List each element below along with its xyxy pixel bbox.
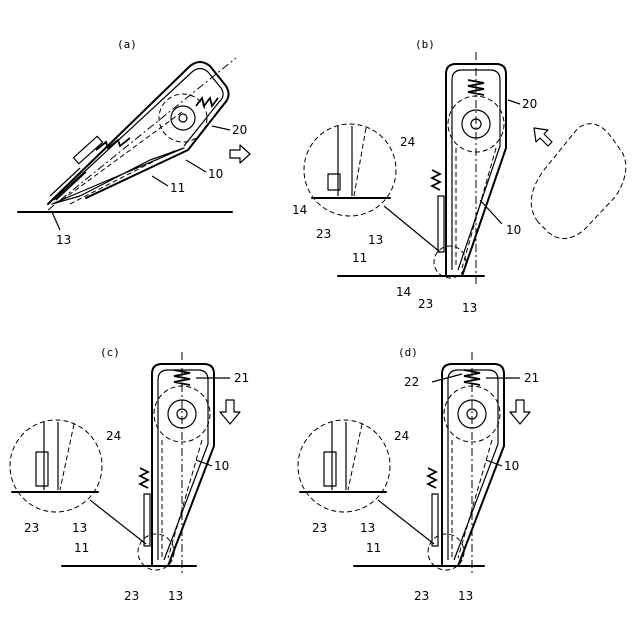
arrow-right-icon <box>230 145 250 163</box>
leader-line <box>432 374 462 382</box>
leader-line <box>486 460 502 466</box>
label-surface: 11 <box>352 251 367 265</box>
label-side-spring: 24 <box>106 429 121 443</box>
housing-outline <box>152 364 214 566</box>
inset-arm-line <box>348 424 362 490</box>
leader-line <box>186 160 206 172</box>
arm-dashed-line <box>168 440 202 558</box>
top-spring <box>468 80 484 95</box>
inset-arm-line <box>60 424 74 490</box>
inset-connector <box>378 500 434 544</box>
label-surface: 11 <box>170 181 185 195</box>
arm-dashed-line <box>458 440 492 558</box>
inset-connector <box>90 500 146 544</box>
panel-c-caption: (c) <box>100 346 120 359</box>
label-inset-blade: 23 <box>312 521 327 535</box>
label-housing: 20 <box>522 97 537 111</box>
axis-centerline <box>48 58 236 210</box>
label-blade: 23 <box>414 589 429 603</box>
leader-line <box>52 212 60 230</box>
label-blade: 23 <box>124 589 139 603</box>
label-inset-tip: 13 <box>360 521 375 535</box>
label-blade: 23 <box>418 297 433 311</box>
pivot-center <box>179 114 187 122</box>
housing-inner-outline <box>448 370 498 560</box>
label-arm: 10 <box>208 167 223 181</box>
label-inset-blade: 23 <box>24 521 39 535</box>
arrow-up-left-icon <box>534 128 552 146</box>
label-arm: 10 <box>504 459 519 473</box>
side-spring <box>432 170 440 190</box>
inset-guide <box>324 452 336 486</box>
label-spring: 24 <box>400 135 415 149</box>
label-tip: 13 <box>458 589 473 603</box>
label-upper: 22 <box>404 375 419 389</box>
arrow-down-icon <box>220 400 240 424</box>
panel-c: (c) 21 24 10 11 23 13 23 13 <box>10 346 249 603</box>
label-arm: 10 <box>214 459 229 473</box>
panel-a-caption: (a) <box>117 38 137 51</box>
panel-b: (b) 20 24 10 11 14 23 <box>292 38 626 315</box>
inset-circle <box>304 124 396 216</box>
housing-inner-outline <box>54 69 223 201</box>
housing-outline <box>442 364 504 566</box>
panel-b-caption: (b) <box>415 38 435 51</box>
label-inset-tip: 13 <box>72 521 87 535</box>
panel-a: (a) 20 10 11 13 <box>18 38 250 247</box>
top-spring <box>174 370 190 385</box>
side-spring <box>428 468 436 488</box>
inset-connector <box>384 206 440 252</box>
leader-line <box>196 460 212 466</box>
guide-block <box>438 196 444 252</box>
panel-d: (d) 22 21 24 10 11 23 13 23 13 <box>298 346 539 603</box>
moving-object-outline <box>531 124 626 239</box>
label-tip: 13 <box>168 589 183 603</box>
label-side-spring: 24 <box>394 429 409 443</box>
label-tip: 13 <box>56 233 71 247</box>
arrow-down-icon <box>510 400 530 424</box>
label-guide: 14 <box>396 285 411 299</box>
leader-line <box>508 100 520 104</box>
label-arm: 10 <box>506 223 521 237</box>
inset-circle <box>298 420 390 512</box>
label-surface: 11 <box>366 541 381 555</box>
panel-d-caption: (d) <box>398 346 418 359</box>
leader-line <box>212 126 230 130</box>
housing-inner-outline <box>158 370 208 560</box>
label-inset-guide: 14 <box>292 203 307 217</box>
label-housing: 20 <box>232 123 247 137</box>
side-spring <box>140 468 148 488</box>
label-inset-blade: 23 <box>316 227 331 241</box>
label-surface: 11 <box>74 541 89 555</box>
label-top-spring: 21 <box>524 371 539 385</box>
inset-guide <box>36 452 48 486</box>
label-tip: 13 <box>462 301 477 315</box>
inset-circle <box>10 420 102 512</box>
inset-arm-line <box>354 128 366 196</box>
leader-line <box>152 176 168 186</box>
label-top-spring: 21 <box>234 371 249 385</box>
top-spring <box>464 370 480 385</box>
top-spring <box>196 98 218 106</box>
label-inset-tip: 13 <box>368 233 383 247</box>
